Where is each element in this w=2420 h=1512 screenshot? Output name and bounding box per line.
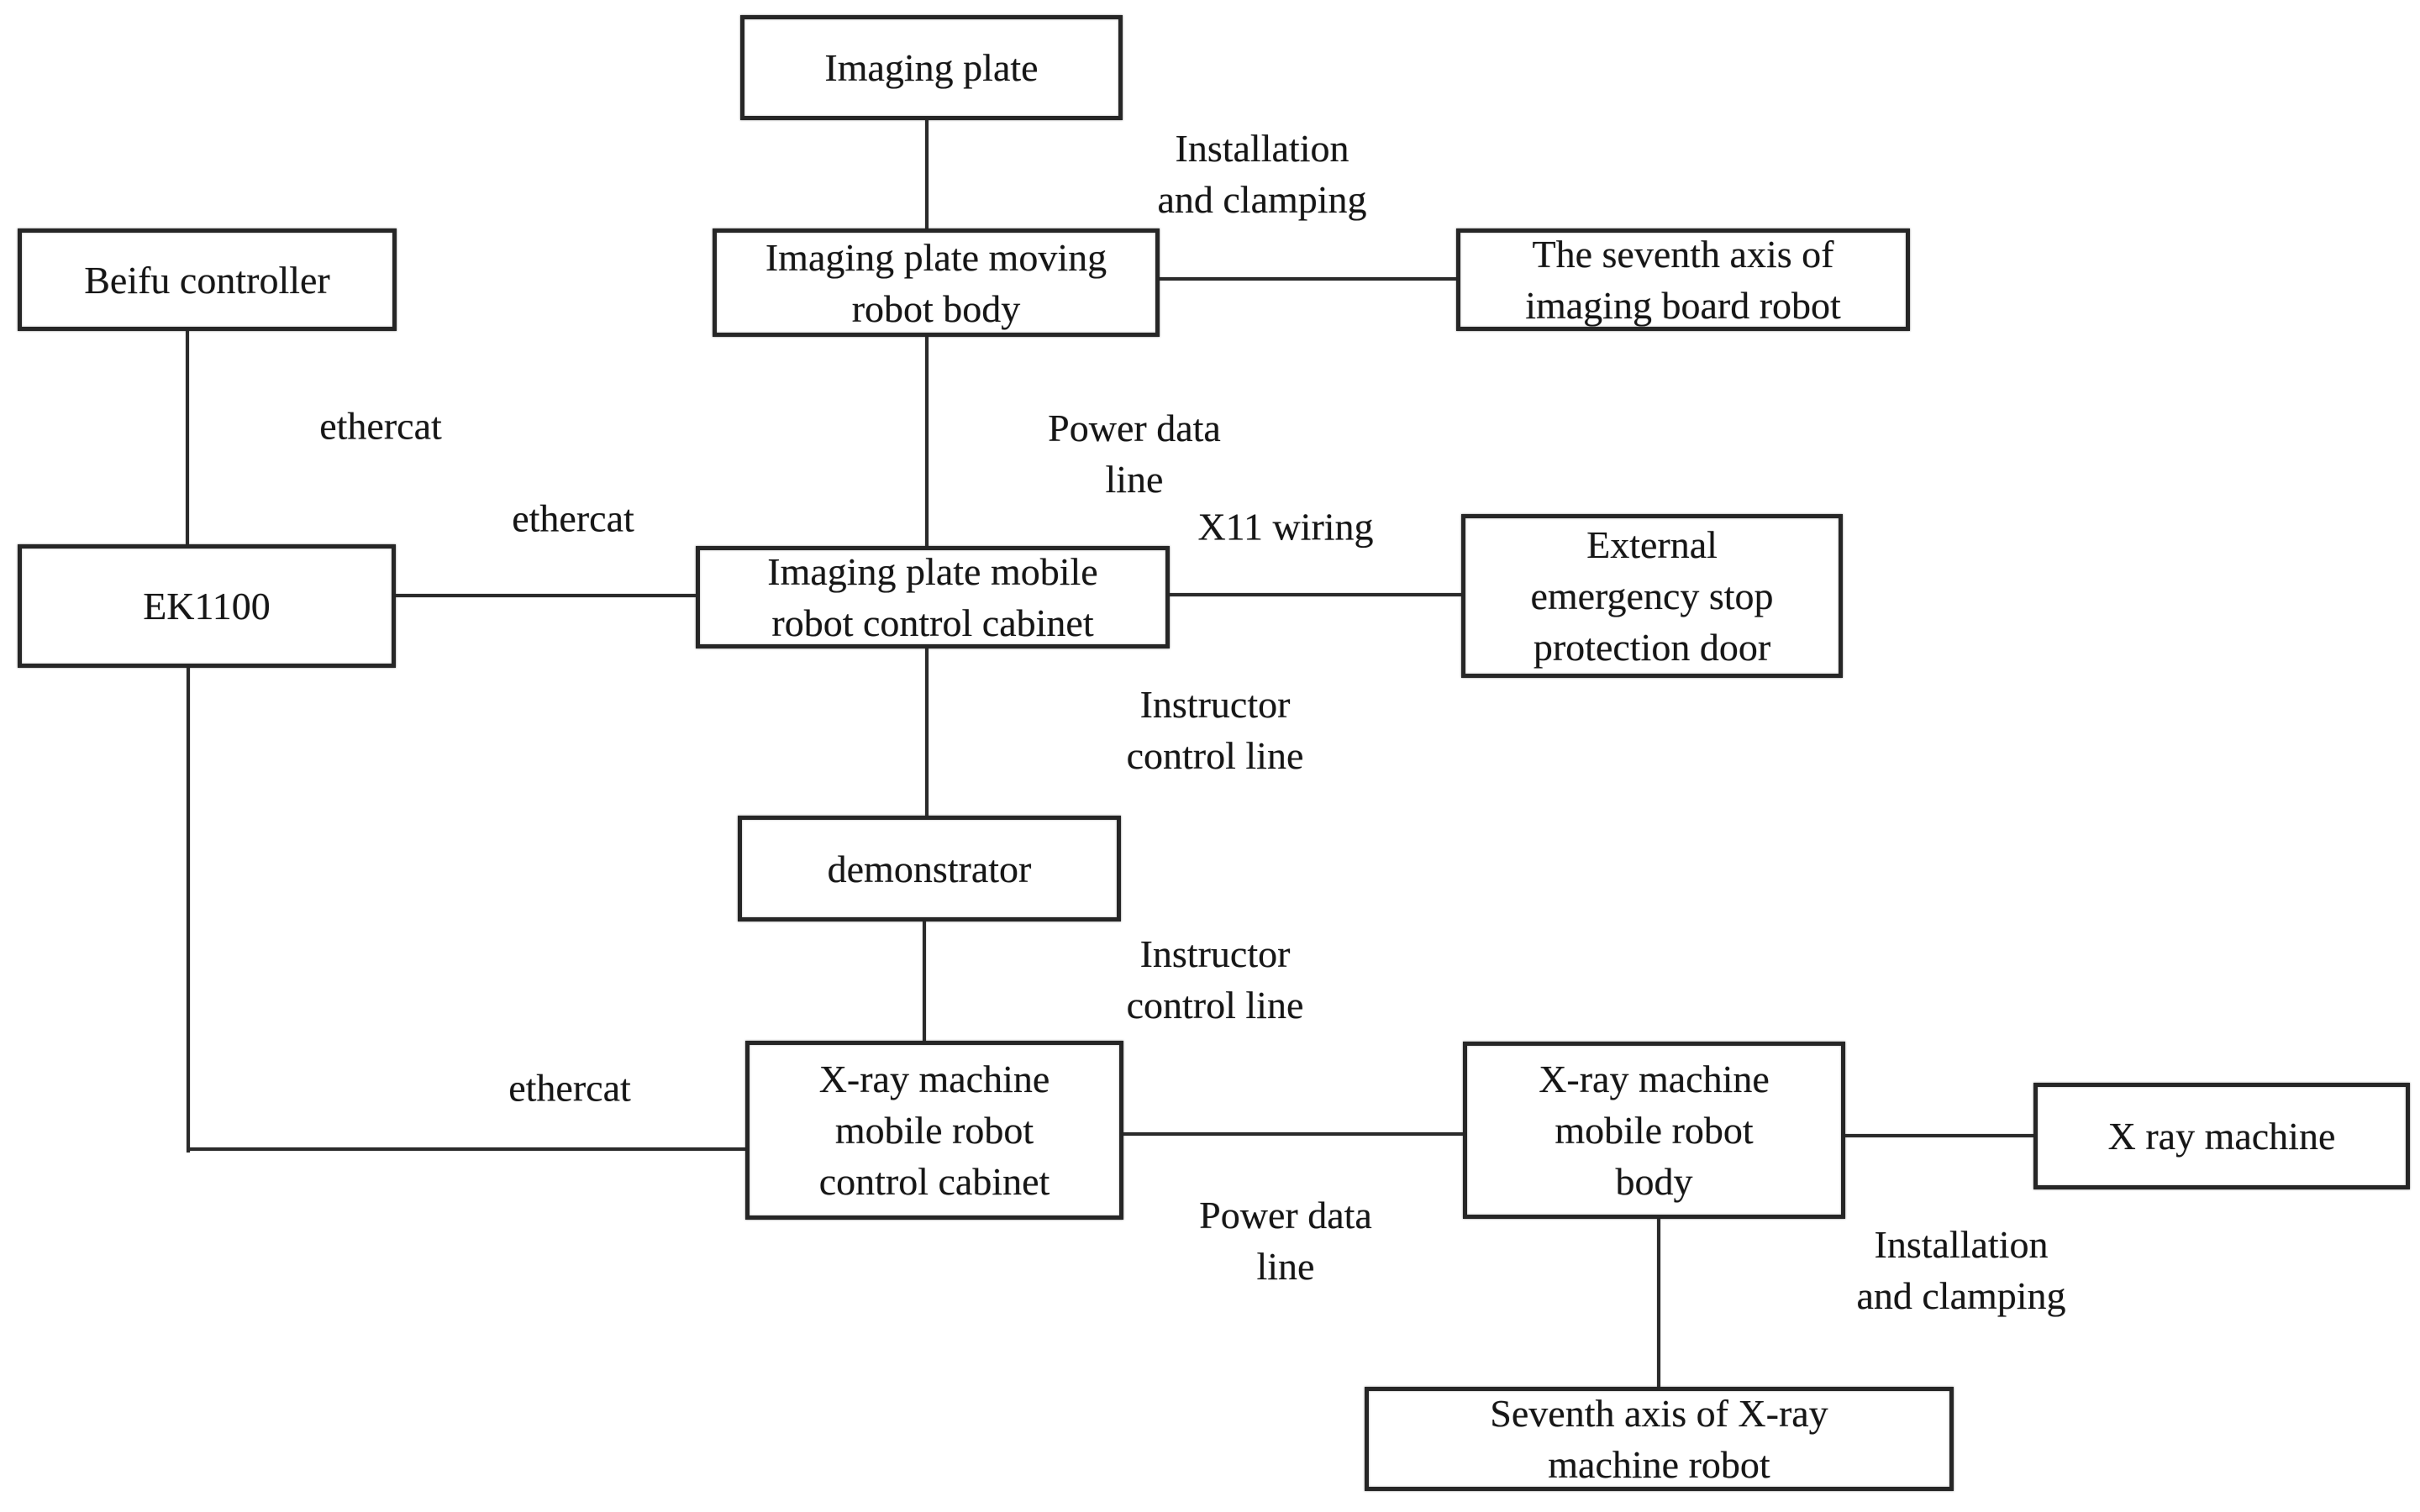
edge-label-text: line xyxy=(1256,1245,1315,1288)
connector-line xyxy=(396,594,696,597)
node-label: machine robot xyxy=(1548,1443,1770,1486)
connector-line xyxy=(186,331,189,544)
node-label: robot control cabinet xyxy=(771,601,1094,644)
node-label: Beifu controller xyxy=(84,258,330,302)
connector-line xyxy=(1845,1134,2033,1137)
node-label: Imaging plate xyxy=(824,46,1039,89)
edge-label-text: control line xyxy=(1126,984,1304,1026)
edge-label-ethercat-ek1100-imaging-cabinet: ethercat xyxy=(512,493,634,544)
edge-label-instructor-control-line-lower: Instructor control line xyxy=(1127,928,1304,1031)
node-label: protection door xyxy=(1533,626,1771,669)
edge-label-text: and clamping xyxy=(1856,1274,2066,1317)
connector-line xyxy=(923,921,926,1041)
connector-line xyxy=(1170,593,1461,596)
node-label: Imaging plate moving xyxy=(765,235,1107,279)
node-beifu-controller: Beifu controller xyxy=(18,228,397,331)
node-label: X-ray machine xyxy=(818,1058,1050,1100)
node-label: demonstrator xyxy=(827,847,1032,890)
node-label: The seventh axis of xyxy=(1532,233,1834,276)
edge-label-installation-and-clamping-top: Installation and clamping xyxy=(1157,123,1366,225)
edge-label-power-data-line-top: Power data line xyxy=(1048,402,1221,505)
node-label: Seventh axis of X-ray xyxy=(1490,1392,1828,1435)
connector-line xyxy=(188,1147,745,1151)
edge-label-text: X11 wiring xyxy=(1197,505,1374,549)
node-external-emergency-stop-protection-door: External emergency stop protection door xyxy=(1461,514,1843,678)
edge-label-text: ethercat xyxy=(319,404,442,448)
node-ek1100: EK1100 xyxy=(18,544,396,668)
edge-label-ethercat-beifu-ek1100: ethercat xyxy=(319,401,442,452)
edge-label-text: and clamping xyxy=(1157,178,1367,221)
connector-line xyxy=(925,120,929,228)
edge-label-ethercat-ek1100-xray-cabinet: ethercat xyxy=(508,1063,631,1114)
node-label: EK1100 xyxy=(143,585,271,627)
edge-label-text: Instructor xyxy=(1139,932,1291,975)
edge-label-text: Instructor xyxy=(1139,683,1291,726)
connector-line xyxy=(187,668,190,1152)
node-label: mobile robot xyxy=(1555,1109,1754,1152)
node-label: External xyxy=(1586,523,1718,566)
node-label: emergency stop xyxy=(1530,575,1774,617)
node-label: mobile robot xyxy=(834,1109,1034,1152)
connector-line xyxy=(1160,277,1456,281)
edge-label-text: Installation xyxy=(1874,1223,2049,1266)
edge-label-instructor-control-line-upper: Instructor control line xyxy=(1127,679,1304,781)
node-demonstrator: demonstrator xyxy=(738,816,1121,921)
edge-label-text: Power data xyxy=(1199,1194,1372,1236)
node-imaging-plate-moving-robot-body: Imaging plate moving robot body xyxy=(713,228,1160,337)
node-xray-machine: X ray machine xyxy=(2033,1083,2410,1189)
edge-label-installation-and-clamping-bottom: Installation and clamping xyxy=(1856,1219,2065,1321)
node-imaging-plate: Imaging plate xyxy=(740,15,1123,120)
edge-label-text: control line xyxy=(1126,734,1304,777)
node-label: X-ray machine xyxy=(1539,1058,1770,1100)
edge-label-x11-wiring: X11 wiring xyxy=(1197,501,1373,553)
node-xray-machine-mobile-robot-body: X-ray machine mobile robot body xyxy=(1463,1042,1845,1219)
node-label: imaging board robot xyxy=(1525,284,1841,327)
node-label: body xyxy=(1615,1160,1693,1203)
connector-line xyxy=(1657,1219,1660,1387)
node-label: control cabinet xyxy=(818,1160,1050,1203)
node-xray-machine-mobile-robot-control-cabinet: X-ray machine mobile robot control cabinet xyxy=(745,1041,1123,1220)
edge-label-text: Power data xyxy=(1048,407,1221,449)
node-seventh-axis-of-xray-machine-robot: Seventh axis of X-ray machine robot xyxy=(1365,1387,1954,1491)
connector-line xyxy=(925,648,929,816)
edge-label-text: ethercat xyxy=(508,1066,631,1110)
edge-label-power-data-line-bottom: Power data line xyxy=(1199,1189,1372,1292)
node-label: robot body xyxy=(851,286,1021,330)
node-seventh-axis-of-imaging-board-robot: The seventh axis of imaging board robot xyxy=(1456,228,1910,331)
node-label: X ray machine xyxy=(2107,1115,2336,1158)
node-label: Imaging plate mobile xyxy=(767,550,1098,593)
connector-line xyxy=(925,337,929,546)
edge-label-text: line xyxy=(1105,458,1164,501)
edge-label-text: Installation xyxy=(1175,127,1349,170)
connector-line xyxy=(1123,1132,1463,1136)
node-imaging-plate-mobile-robot-control-cabinet: Imaging plate mobile robot control cabine… xyxy=(696,546,1170,648)
edge-label-text: ethercat xyxy=(512,496,634,540)
